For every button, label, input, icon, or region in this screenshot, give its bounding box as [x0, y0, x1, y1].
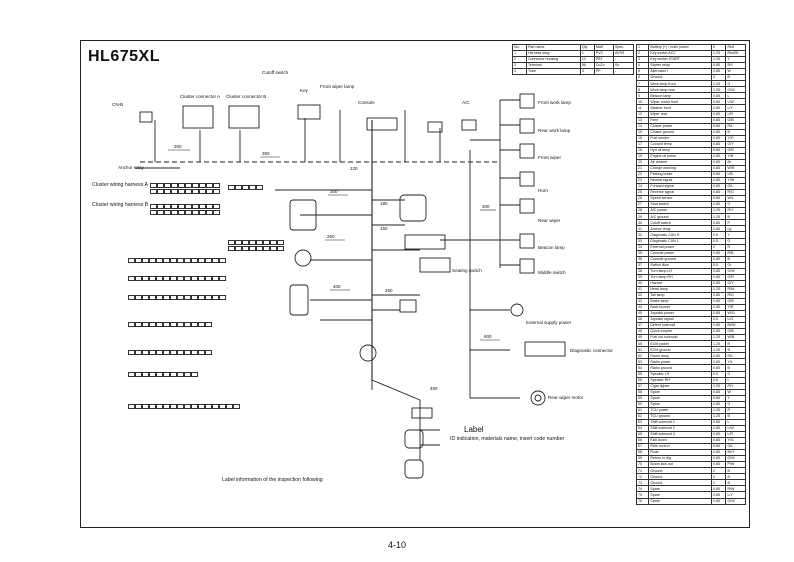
- label-anchor-relay: Anchor relay: [118, 165, 144, 170]
- svg-text:600: 600: [484, 334, 492, 339]
- label-front-work-lamp: Front work lamp: [538, 100, 571, 105]
- svg-text:180: 180: [380, 201, 388, 206]
- bottom-note: Label information of the inspection foll…: [222, 477, 323, 483]
- label-cluster-b: Cluster connector B: [226, 94, 267, 99]
- pin-block-middle2: [228, 240, 284, 245]
- svg-text:450: 450: [430, 386, 438, 391]
- label-middle-switch: Middle switch: [538, 270, 566, 275]
- page-title: HL675XL: [88, 48, 160, 65]
- wire-table-cell: 0.85: [711, 497, 727, 505]
- label-key: Key: [300, 88, 308, 93]
- pin-block-middle: [228, 185, 263, 190]
- pin-block-cluster-b2: [150, 210, 220, 215]
- pin-block-cluster-b: [150, 204, 220, 209]
- label-front-wiper: Front wiper lamp: [320, 84, 355, 89]
- pin-block-5: [128, 350, 212, 355]
- label-seating: Seating switch: [452, 268, 482, 273]
- svg-text:300: 300: [482, 204, 490, 209]
- pin-block-cluster-a2: [150, 189, 220, 194]
- label-horn: Horn: [538, 188, 548, 193]
- pin-block-6: [128, 372, 198, 377]
- svg-text:300: 300: [330, 189, 338, 194]
- parts-table-cell: 4: [579, 68, 595, 75]
- label-note: ID indication, materials name, insert co…: [450, 436, 565, 442]
- label-front-wiper-2: Front wiper: [538, 155, 561, 160]
- label-cluster-a: Cluster connector A: [180, 94, 221, 99]
- svg-text:400: 400: [333, 284, 341, 289]
- pin-block-middle3: [228, 246, 284, 251]
- svg-text:160: 160: [380, 226, 388, 231]
- label-external-power: External supply power: [526, 320, 572, 325]
- label-cluster-wiring-b: Cluster wiring harness B: [92, 202, 149, 208]
- wire-table-cell: Spare: [648, 497, 713, 505]
- label-cutoff: Cutoff switch: [262, 70, 289, 75]
- wire-table-cell: G/W: [725, 497, 746, 505]
- pin-block-cluster-a: [150, 183, 220, 188]
- label-beacon: Beacon lamp: [538, 245, 565, 250]
- svg-text:200: 200: [174, 144, 182, 149]
- drawing-frame: [80, 40, 750, 528]
- svg-text:120: 120: [350, 166, 358, 171]
- parts-table-cell: Tube: [525, 68, 581, 75]
- label-rear-work-lamp: Rear work lamp: [538, 128, 571, 133]
- label-cab-power: CN-B: [112, 102, 124, 107]
- parts-table-cell: PP: [593, 68, 614, 75]
- label-diagnostic: Diagnostic connector: [570, 348, 613, 353]
- label-console: Console: [358, 100, 375, 105]
- svg-text:350: 350: [262, 151, 270, 156]
- parts-table-cell: -: [612, 68, 635, 75]
- page-number: 4-10: [388, 540, 407, 550]
- pin-block-3: [128, 295, 226, 300]
- pin-block-2: [128, 276, 226, 281]
- label-cluster-wiring-a: Cluster wiring harness A: [92, 182, 148, 188]
- pin-block-4: [128, 322, 212, 327]
- pin-block-7: [128, 404, 240, 409]
- svg-text:250: 250: [385, 288, 393, 293]
- wire-table-cell: 76: [635, 497, 650, 505]
- parts-table-cell: 4: [512, 68, 527, 75]
- label-rear-wiper: Rear wiper: [538, 218, 561, 223]
- label-rear-wiper-motor: Rear wiper motor: [548, 395, 584, 400]
- label-notice: Label: [464, 425, 484, 434]
- svg-text:250: 250: [327, 234, 335, 239]
- pin-block-1: [128, 258, 226, 263]
- label-acc: A/C: [462, 100, 470, 105]
